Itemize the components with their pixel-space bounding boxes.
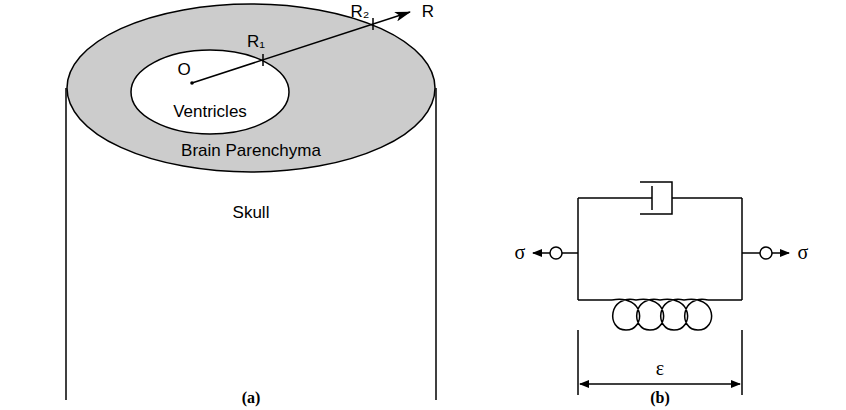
parenchyma-ellipse: Brain Parenchyma Ventricles	[66, 3, 436, 173]
stress-symbol: σ	[798, 241, 809, 263]
spring-lead	[708, 299, 742, 301]
ventricles-ellipse: Ventricles	[130, 49, 290, 135]
extension-line	[741, 330, 743, 395]
spring-coil	[612, 299, 712, 330]
panel-label: (a)	[242, 389, 261, 407]
region-label: Brain Parenchyma	[181, 142, 321, 161]
wire	[562, 252, 578, 254]
skull-wall	[65, 88, 67, 400]
radius-tick	[262, 54, 264, 66]
force-arrow	[772, 252, 789, 254]
end-bar	[741, 198, 743, 300]
ellipse-outline	[130, 49, 290, 135]
axis-label: R	[422, 3, 434, 22]
strain-symbol: ε	[656, 357, 664, 379]
extension-line	[577, 330, 579, 395]
terminal	[760, 247, 772, 259]
force-arrow	[533, 252, 550, 254]
dashpot-rod	[578, 197, 652, 199]
dimension-line	[580, 383, 740, 385]
stress-symbol: σ	[515, 241, 526, 263]
radius-tick	[372, 18, 374, 30]
end-bar	[577, 198, 579, 300]
radius-label: R₂	[351, 3, 370, 22]
origin-label: O	[177, 61, 190, 80]
dashpot-rod	[672, 197, 742, 199]
skull-wall	[435, 88, 437, 400]
radius-label: R₁	[247, 33, 265, 52]
dashpot-cylinder	[640, 182, 672, 214]
spring-lead	[578, 299, 612, 301]
origin-dot	[190, 81, 194, 85]
wire	[742, 252, 760, 254]
panel-label: (b)	[650, 389, 670, 407]
region-label: Ventricles	[173, 103, 247, 122]
dashpot-piston	[651, 186, 653, 210]
region-label: Skull	[233, 204, 270, 223]
terminal	[550, 247, 562, 259]
